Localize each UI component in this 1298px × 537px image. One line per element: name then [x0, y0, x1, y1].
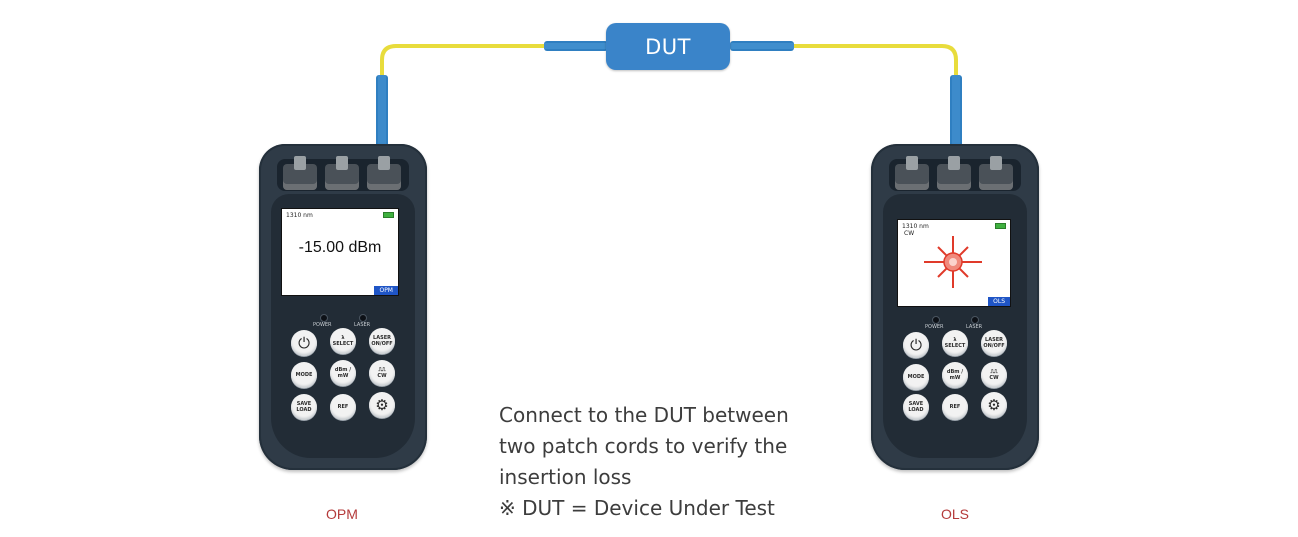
laser-burst-icon [924, 236, 982, 288]
save-load-button[interactable]: SAVE LOAD [903, 394, 929, 420]
opm-wavelength: 1310 nm [286, 212, 313, 219]
ols-port-3 [979, 156, 1013, 190]
battery-icon [383, 212, 394, 218]
unit-toggle-button[interactable]: dBm / mW [330, 360, 356, 386]
power-led [320, 314, 328, 322]
ref-button[interactable]: REF [942, 394, 968, 420]
cw-button[interactable]: ⎍⎍ CW [981, 362, 1007, 388]
laser-onoff-button[interactable]: LASER ON/OFF [369, 328, 395, 354]
battery-icon [995, 223, 1006, 229]
laser-led [971, 316, 979, 324]
save-load-button[interactable]: SAVE LOAD [291, 394, 317, 420]
ols-wavelength: 1310 nm [902, 223, 929, 230]
opm-port-2 [325, 156, 359, 190]
caption-line-2: two patch cords to verify the [499, 434, 788, 458]
ols-screen: 1310 nm CW OLS [897, 219, 1011, 307]
opm-port-3 [367, 156, 401, 190]
caption-line-1: Connect to the DUT between [499, 403, 789, 427]
opm-screen: 1310 nm -15.00 dBm OPM [281, 208, 399, 296]
unit-toggle-button[interactable]: dBm / mW [942, 362, 968, 388]
wavelength-select-button[interactable]: λ SELECT [942, 330, 968, 356]
opm-device: 1310 nm -15.00 dBm OPM POWER LASER ⏻ λ S… [259, 144, 427, 470]
ols-mode: CW [904, 230, 915, 237]
dut-box: DUT [606, 23, 730, 70]
ols-device: 1310 nm CW OLS POWER LASER ⏻ λ SELECT LA… [871, 144, 1039, 470]
opm-port-1 [283, 156, 317, 190]
laser-onoff-button[interactable]: LASER ON/OFF [981, 330, 1007, 356]
laser-led [359, 314, 367, 322]
power-button[interactable]: ⏻ [291, 330, 317, 356]
caption-line-3: insertion loss [499, 465, 632, 489]
cw-button[interactable]: ⎍⎍ CW [369, 360, 395, 386]
caption-line-4: ※ DUT = Device Under Test [499, 496, 775, 520]
power-led-label: POWER [313, 322, 332, 328]
power-led-label: POWER [925, 324, 944, 330]
right-patch-cord [790, 44, 958, 130]
opm-power-reading: -15.00 dBm [298, 239, 382, 256]
opm-mode-tag: OPM [374, 286, 398, 295]
ols-port-2 [937, 156, 971, 190]
ols-mode-tag: OLS [988, 297, 1010, 306]
dut-label: DUT [645, 34, 691, 59]
caption: Connect to the DUT between two patch cor… [499, 400, 829, 524]
mode-button[interactable]: MODE [903, 364, 929, 390]
power-led [932, 316, 940, 324]
laser-led-label: LASER [966, 324, 983, 330]
ref-button[interactable]: REF [330, 394, 356, 420]
laser-led-label: LASER [354, 322, 371, 328]
settings-icon[interactable]: ⚙ [369, 392, 395, 418]
left-patch-cord [380, 44, 548, 130]
ols-port-1 [895, 156, 929, 190]
settings-icon[interactable]: ⚙ [981, 392, 1007, 418]
ols-label: OLS [941, 506, 970, 522]
wavelength-select-button[interactable]: λ SELECT [330, 328, 356, 354]
power-button[interactable]: ⏻ [903, 332, 929, 358]
opm-label: OPM [326, 506, 358, 522]
mode-button[interactable]: MODE [291, 362, 317, 388]
